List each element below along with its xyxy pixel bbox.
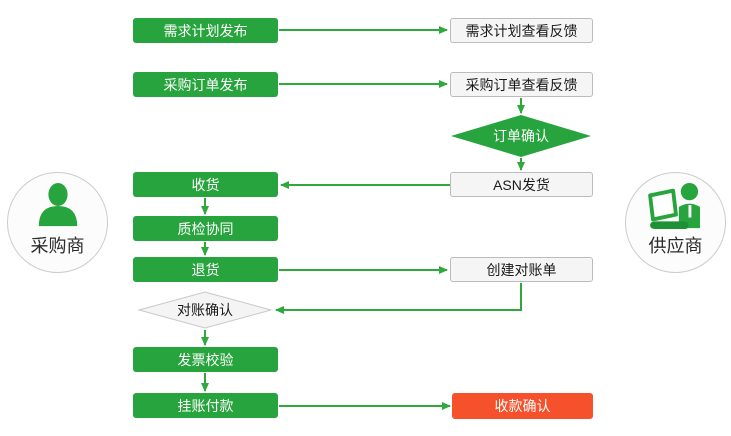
- flow-step-invoice-verification: 发票校验: [133, 347, 278, 372]
- buyer-label: 采购商: [30, 236, 85, 256]
- buyer-person-icon: [38, 182, 77, 227]
- step-label: 订单确认: [493, 128, 549, 144]
- step-label: 创建对账单: [486, 261, 557, 278]
- step-label: 收款确认: [494, 398, 551, 414]
- step-label: 退货: [191, 261, 220, 278]
- diamond-shape: [137, 291, 273, 329]
- step-label: 需求计划发布: [163, 22, 248, 39]
- flow-step-payment-confirm: 收款确认: [452, 393, 593, 419]
- flow-step-asn-ship: ASN发货: [450, 172, 593, 197]
- flow-step-quality-inspection: 质检协同: [133, 216, 278, 241]
- step-label: 收货: [191, 176, 220, 193]
- flow-step-receive-goods: 收货: [133, 172, 278, 197]
- flow-step-po-publish: 采购订单发布: [133, 72, 278, 97]
- flow-step-create-statement: 创建对账单: [450, 257, 593, 282]
- step-label: ASN发货: [493, 176, 550, 193]
- flow-step-booked-payment: 挂账付款: [133, 393, 278, 418]
- supplier-actor: 供应商: [625, 172, 726, 273]
- flow-step-order-confirm: 订单确认: [451, 115, 591, 157]
- flow-step-reconciliation-confirm: 对账确认: [137, 291, 273, 329]
- step-label: 质检协同: [177, 220, 234, 237]
- diamond-shape: [451, 115, 591, 157]
- step-label: 发票校验: [177, 351, 234, 368]
- step-label: 采购订单查看反馈: [465, 76, 578, 93]
- step-label: 对账确认: [177, 302, 233, 318]
- flow-step-return-goods: 退货: [133, 257, 278, 282]
- step-label: 采购订单发布: [163, 76, 248, 93]
- supplier-label: 供应商: [648, 236, 703, 256]
- supplier-laptop-person-icon: [647, 182, 700, 230]
- flow-step-demand-plan-feedback: 需求计划查看反馈: [450, 18, 593, 43]
- buyer-actor: 采购商: [7, 172, 108, 273]
- step-label: 挂账付款: [177, 397, 234, 414]
- flow-step-po-feedback: 采购订单查看反馈: [450, 72, 593, 97]
- step-label: 需求计划查看反馈: [465, 22, 578, 39]
- flow-step-demand-plan-publish: 需求计划发布: [133, 18, 278, 43]
